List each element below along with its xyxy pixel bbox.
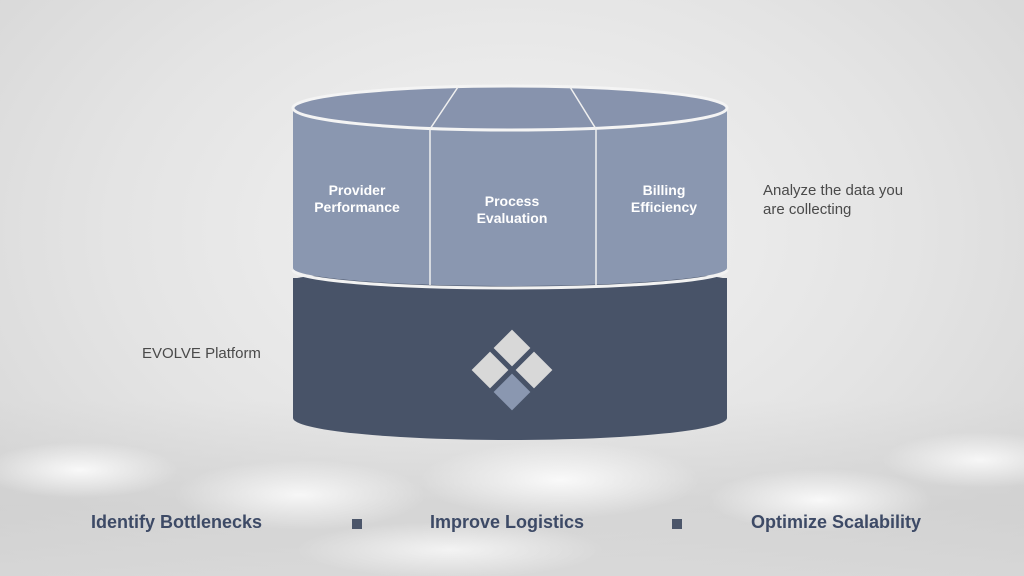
benefit-improve-logistics: Improve Logistics <box>430 512 585 532</box>
segment-label-billing-efficiency: Billing Efficiency <box>599 182 729 216</box>
benefit-identify-bottlenecks: Identify Bottlenecks <box>91 512 263 532</box>
segment-label-provider-performance: Provider Performance <box>292 182 422 216</box>
segment-label-line: Evaluation <box>476 210 548 226</box>
diamond-grid-logo-icon <box>471 329 553 411</box>
separator-square-icon <box>672 519 682 529</box>
benefit-optimize-scalability: Optimize Scalability <box>751 512 922 532</box>
annotation-line: Analyze the data you <box>763 182 904 199</box>
cylinder-top-face <box>291 84 729 132</box>
annotation-line: are collecting <box>763 201 852 218</box>
analytics-layer <box>291 84 729 290</box>
segment-label-line: Performance <box>314 199 400 215</box>
segment-label-line: Efficiency <box>630 199 698 215</box>
segment-label-process-evaluation: Process Evaluation <box>447 193 577 227</box>
annotation-analyze-data: Analyze the data you are collecting <box>763 181 903 219</box>
separator-square-icon <box>352 519 362 529</box>
benefits-bar: Identify Bottlenecks Improve Logistics O… <box>0 512 1024 542</box>
annotation-evolve-platform: EVOLVE Platform <box>142 345 261 362</box>
segment-label-line: Billing <box>642 182 686 198</box>
segment-label-line: Process <box>484 193 540 209</box>
segment-label-line: Provider <box>328 182 386 198</box>
